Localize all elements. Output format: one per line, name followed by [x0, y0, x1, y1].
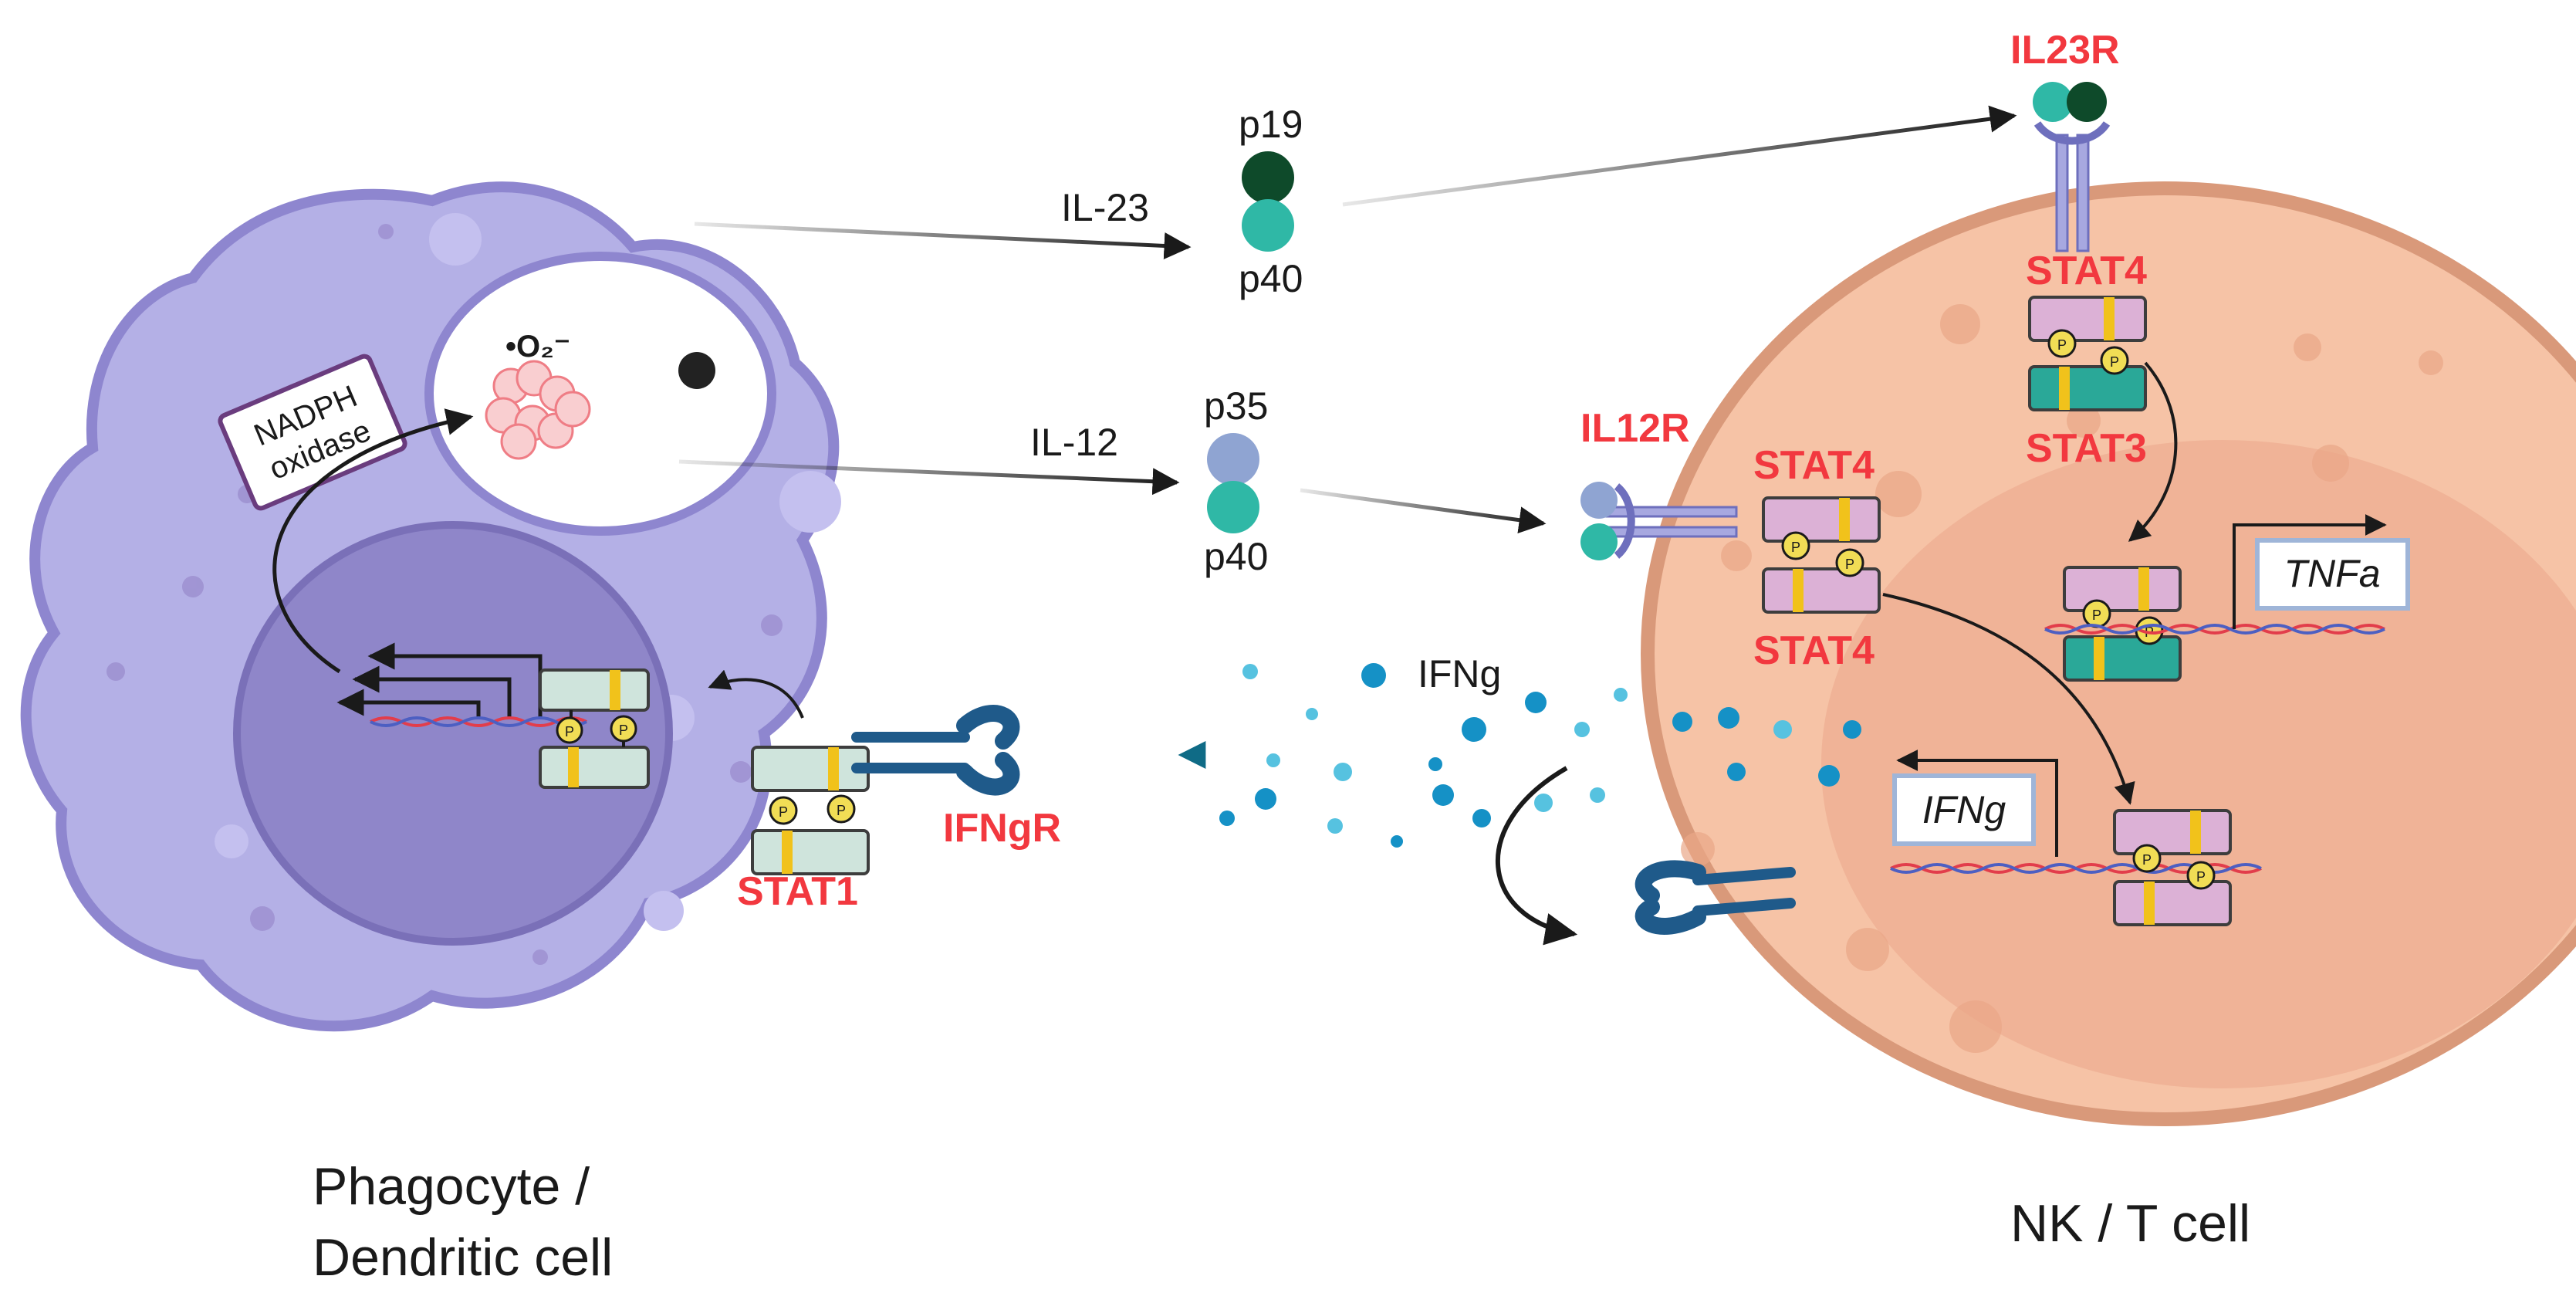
il23-cytokine [1242, 151, 1294, 252]
ifng-particles [1219, 663, 1861, 848]
il23r-label: IL23R [2010, 28, 2120, 73]
phospho-mark: P [2110, 354, 2119, 370]
il23-to-receptor-arrow [1342, 105, 2017, 207]
stat4-stat3-dimer: P P [2028, 296, 2147, 411]
nk-granules [1681, 304, 2443, 1053]
phospho-mark: P [1791, 540, 1800, 555]
nadph-oxidase-box: NADPH oxidase [218, 354, 407, 511]
phospho-mark: P [2142, 852, 2152, 868]
ifng-gene-label: IFNg [1922, 788, 2006, 831]
stat4-b-label: STAT4 [1753, 628, 1875, 673]
phagocyte-label-line1: Phagocyte / [313, 1157, 590, 1216]
phospho-mark: P [837, 803, 846, 818]
phagocyte-label-line2: Dendritic cell [313, 1228, 613, 1287]
phospho-mark: P [2196, 869, 2206, 885]
nk-dna-upper [2044, 624, 2385, 635]
il12r-receptor [1580, 482, 1738, 560]
ifng-gene-box: IFNg [1892, 773, 2036, 846]
phospho-mark: P [2057, 337, 2067, 353]
ifngr-label: IFNgR [943, 806, 1061, 851]
stat4-stat3-nuclear-arrow [2128, 361, 2178, 542]
stat1-translocation-arrow [708, 669, 804, 719]
il23-label: IL-23 [1061, 186, 1149, 229]
nk-ifngr-receptor [1635, 860, 1796, 935]
stat1-dimer-nuclear: P P [539, 668, 650, 789]
stat4-stat3-nuclear-dimer: P P [2063, 566, 2182, 682]
ifng-transcription-arrow [1896, 750, 2058, 857]
il23-p40-label: p40 [1239, 257, 1303, 300]
phospho-mark: P [1845, 557, 1854, 572]
phospho-mark: P [2092, 608, 2101, 623]
phagosome [424, 252, 776, 536]
tnfa-gene-box: TNFa [2255, 538, 2410, 611]
phagocyte-cell [20, 181, 841, 1032]
tnfa-transcription-arrow [2233, 514, 2387, 629]
stat1-label: STAT1 [737, 869, 858, 914]
stat4-top-label: STAT4 [2026, 249, 2147, 293]
stat4-homodimer: P P [1762, 496, 1881, 614]
phospho-mark: P [779, 804, 788, 820]
stat4-nuclear-dimer: P P [2113, 809, 2232, 926]
il23-p19-label: p19 [1239, 103, 1303, 146]
il12r-label: IL12R [1580, 406, 1690, 451]
ifng-label: IFNg [1418, 652, 1501, 695]
il12-p40-label: p40 [1204, 535, 1268, 578]
il23-secretion-arrow [694, 222, 1192, 260]
il12-secretion-arrow [678, 459, 1180, 496]
il12-label: IL-12 [1030, 421, 1118, 464]
bacterium-dot [678, 352, 715, 389]
nadph-activation-arrow [272, 408, 474, 674]
tnfa-label: TNFa [2284, 552, 2381, 595]
il12-to-receptor-arrow [1300, 488, 1547, 534]
stat4-a-label: STAT4 [1753, 443, 1875, 488]
stat1-dimer: P P [751, 746, 870, 875]
phagocyte-nucleus [233, 521, 673, 946]
stat3-label: STAT3 [2026, 426, 2147, 471]
superoxide-label: •O₂⁻ [505, 330, 570, 364]
il23r-receptor [2033, 82, 2111, 252]
il12-p35-label: p35 [1204, 384, 1268, 428]
phagocyte-dna [370, 716, 587, 727]
il12-cytokine [1207, 433, 1259, 533]
ifngr-receptor [851, 705, 1020, 796]
stat4-nuclear-arrow [1882, 593, 2135, 805]
phospho-mark: P [565, 724, 574, 739]
nk-cell-label: NK / T cell [2010, 1194, 2250, 1253]
phospho-mark: P [619, 723, 628, 738]
superoxide-bubbles [485, 360, 591, 460]
ifngr-internalization-arrow [1496, 766, 1578, 946]
